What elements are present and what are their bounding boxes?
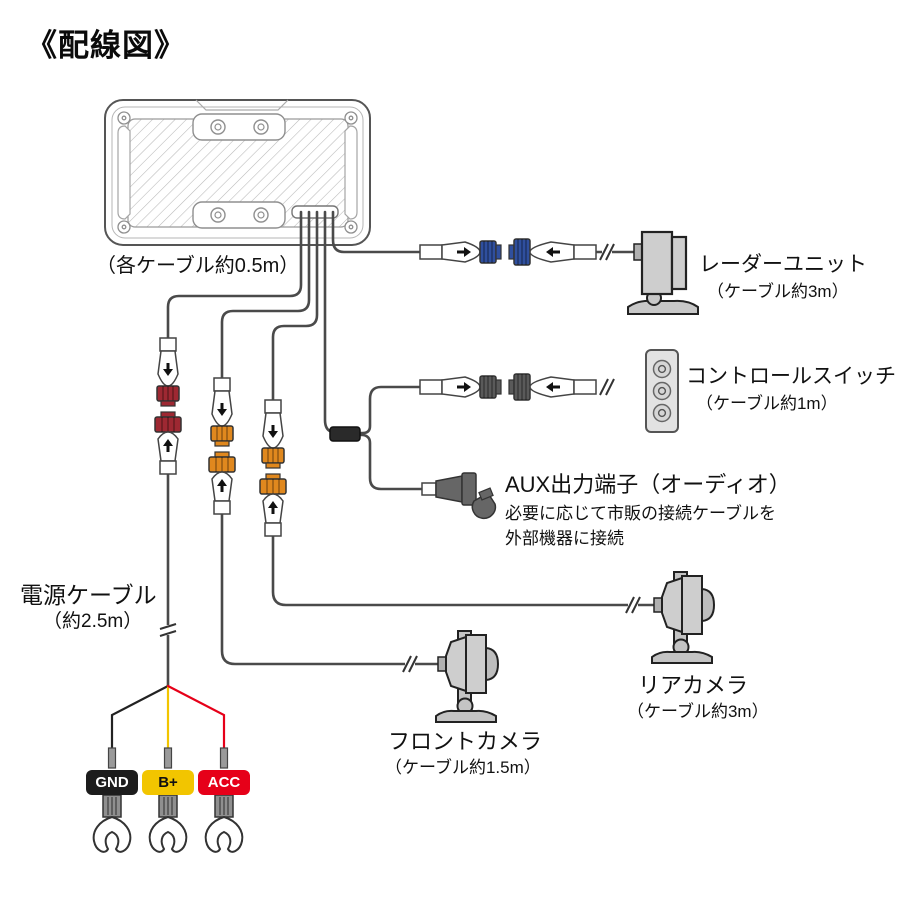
cable-port: [291, 205, 339, 219]
aux-branch: [358, 433, 424, 491]
bottom-mount-plate: [192, 201, 286, 229]
main-unit: [104, 99, 371, 246]
aux-cap: [471, 491, 497, 520]
aux-label: AUX出力端子（オーディオ）: [505, 472, 791, 497]
page-title: 《配線図》: [26, 28, 186, 63]
rear-camera-cable-2: [271, 534, 656, 607]
rear-camera-cable-note: （ケーブル約3m）: [627, 702, 769, 721]
gnd-terminal-badge: GND: [86, 770, 138, 795]
front-camera: [435, 630, 499, 723]
top-mount-plate: [192, 113, 286, 141]
cable-break-switch: [599, 378, 615, 396]
aux-plug: [421, 472, 497, 520]
power-split-wires: [110, 684, 226, 750]
inline-junction-connector: [329, 426, 361, 442]
switch-button-middle: [652, 381, 672, 401]
control-switch: [645, 349, 679, 433]
front-camera-cable-note: （ケーブル約1.5m）: [385, 758, 541, 777]
front-camera-label: フロントカメラ: [388, 729, 543, 754]
cable-break-radar: [599, 243, 615, 261]
rear-camera-connector-pair: [259, 399, 287, 537]
control-switch-label: コントロールスイッチ: [686, 365, 896, 388]
control-switch-cable-note: （ケーブル約1m）: [696, 394, 838, 413]
rear-camera-cable: [271, 210, 319, 402]
acc-terminal-badge: ACC: [198, 770, 250, 795]
radar-cable: [331, 210, 422, 254]
power-cable-label: 電源ケーブル: [20, 582, 157, 608]
bplus-terminal-badge: B+: [142, 770, 194, 795]
front-camera-cable: [220, 210, 311, 380]
switch-button-top: [652, 359, 672, 379]
cable-break-rear-camera: [625, 596, 641, 614]
radar-unit-label: レーダーユニット: [699, 253, 867, 276]
front-camera-cable-2: [220, 512, 440, 666]
bplus-fork-terminal: [148, 794, 188, 853]
cable-break-front-camera: [402, 655, 418, 673]
power-connector-pair: [154, 337, 182, 475]
wire-crimps: [107, 747, 229, 769]
switch-branch: [358, 385, 422, 435]
aux-note-line2: 外部機器に接続: [505, 529, 624, 548]
rear-camera: [651, 571, 715, 664]
corner-screws: [117, 111, 358, 234]
cables: [166, 210, 656, 688]
aux-note-line1: 必要に応じて市販の接続ケーブルを: [505, 504, 776, 523]
switch-connector-pair: [419, 373, 597, 401]
front-camera-connector-pair: [208, 377, 236, 515]
gnd-wire: [110, 684, 170, 750]
acc-wire: [166, 684, 226, 750]
radar-connector-pair: [419, 238, 597, 266]
power-cable: [166, 210, 303, 340]
unit-cable-note: （各ケーブル約0.5m）: [96, 255, 300, 277]
radar-unit: [627, 230, 699, 315]
radar-unit-cable-note: （ケーブル約3m）: [707, 282, 849, 301]
rear-camera-label: リアカメラ: [638, 673, 749, 698]
switch-button-bottom: [652, 403, 672, 423]
cable-break-power: [159, 623, 177, 637]
power-cable-note: （約2.5m）: [43, 611, 143, 632]
gnd-fork-terminal: [92, 794, 132, 853]
acc-fork-terminal: [204, 794, 244, 853]
